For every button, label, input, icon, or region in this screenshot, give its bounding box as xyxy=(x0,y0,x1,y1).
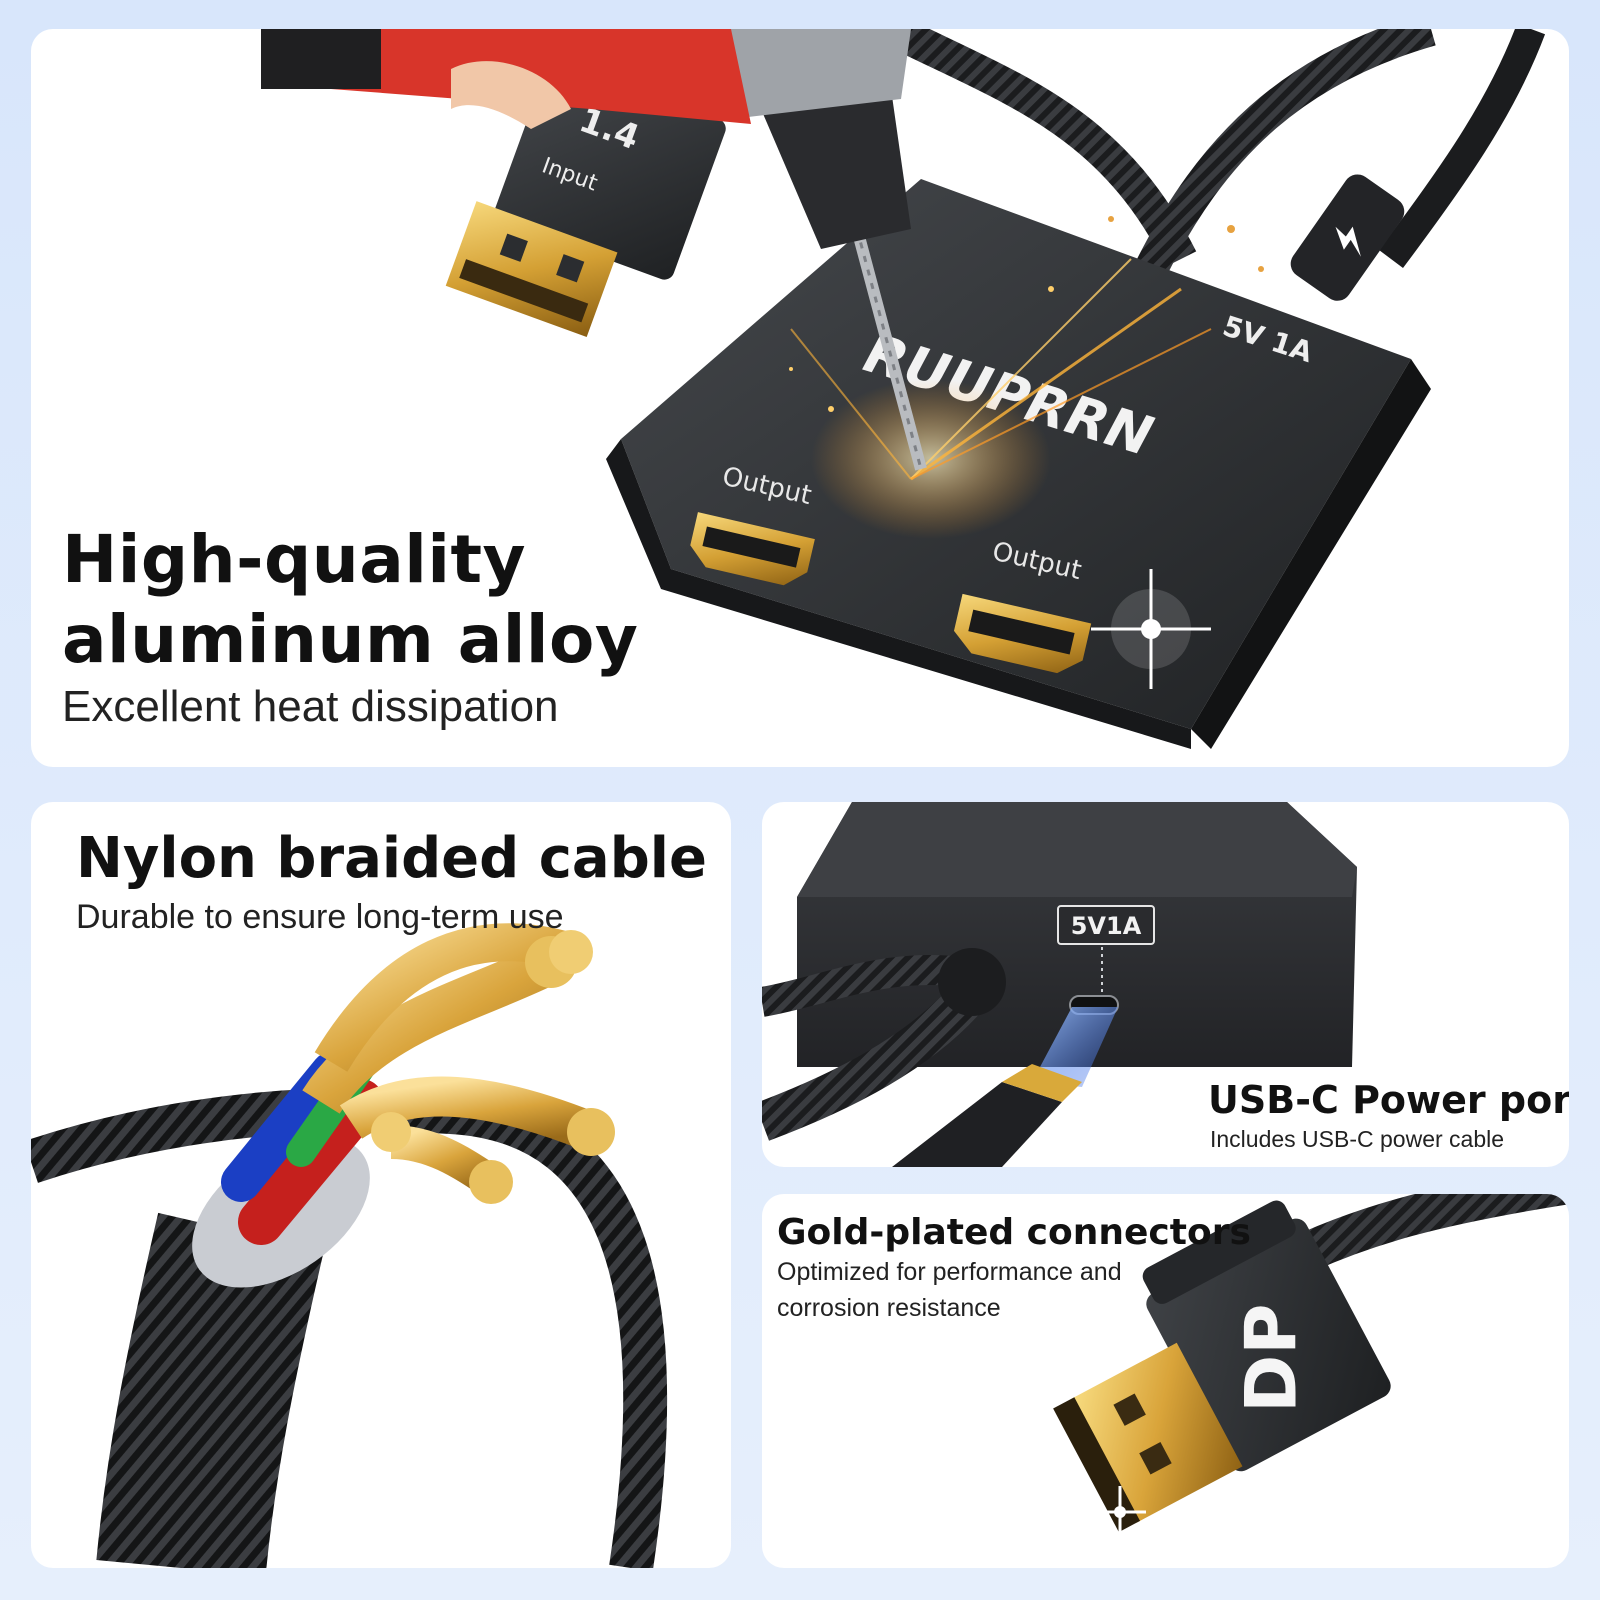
sparks xyxy=(789,216,1264,539)
hdmi-port-left xyxy=(690,512,815,586)
dp-label: DP xyxy=(1231,1303,1313,1412)
subtitle-durable: Durable to ensure long-term use xyxy=(76,898,564,936)
heading-nylon-braided-cable: Nylon braided cable xyxy=(76,826,707,891)
usbc-cable xyxy=(1378,29,1546,268)
heading-aluminum-alloy: aluminum alloy xyxy=(62,601,639,678)
dp-plug: DP xyxy=(1053,1200,1391,1533)
copper-strands xyxy=(302,923,615,1204)
heading-high-quality: High-quality xyxy=(62,521,527,598)
heading-usbc-power-port: USB-C Power port xyxy=(1208,1078,1569,1122)
cable-cross-section-illustration xyxy=(31,923,668,1568)
sparkle xyxy=(1091,569,1211,689)
dp-connector-illustration: DP xyxy=(1053,1194,1569,1538)
aluminum-feature-panel: 1.4 Input Output Output 5V 1A RUUPRRN xyxy=(31,29,1569,767)
subtitle-heat-dissipation: Excellent heat dissipation xyxy=(62,682,559,731)
sparkle xyxy=(1094,1486,1146,1538)
usbc-port-illustration: 5V1A xyxy=(762,802,1357,1167)
port-label: 5V1A xyxy=(1071,912,1142,940)
heading-gold-plated: Gold-plated connectors xyxy=(777,1212,1251,1253)
usbc-plug xyxy=(1290,174,1405,301)
braided-cable xyxy=(1273,1194,1569,1282)
subtitle-includes-cable: Includes USB-C power cable xyxy=(1210,1126,1505,1152)
nylon-cable-panel: Nylon braided cable Durable to ensure lo… xyxy=(31,802,731,1568)
port-label-box xyxy=(1057,905,1155,945)
subtitle-performance: Optimized for performance and xyxy=(777,1258,1122,1286)
splitter-illustration: 1.4 Input Output Output 5V 1A RUUPRRN xyxy=(261,29,1546,749)
drill xyxy=(261,29,927,471)
hdmi-port-right xyxy=(953,593,1092,674)
subtitle-corrosion: corrosion resistance xyxy=(777,1294,1001,1322)
usbc-power-panel: 5V1A USB-C Power port Includes USB-C pow… xyxy=(762,802,1569,1167)
braided-cable xyxy=(883,29,1197,267)
gold-connector-panel: DP Gold-plated connectors Optimized for … xyxy=(762,1194,1569,1568)
usbc-plug xyxy=(892,1064,1082,1167)
